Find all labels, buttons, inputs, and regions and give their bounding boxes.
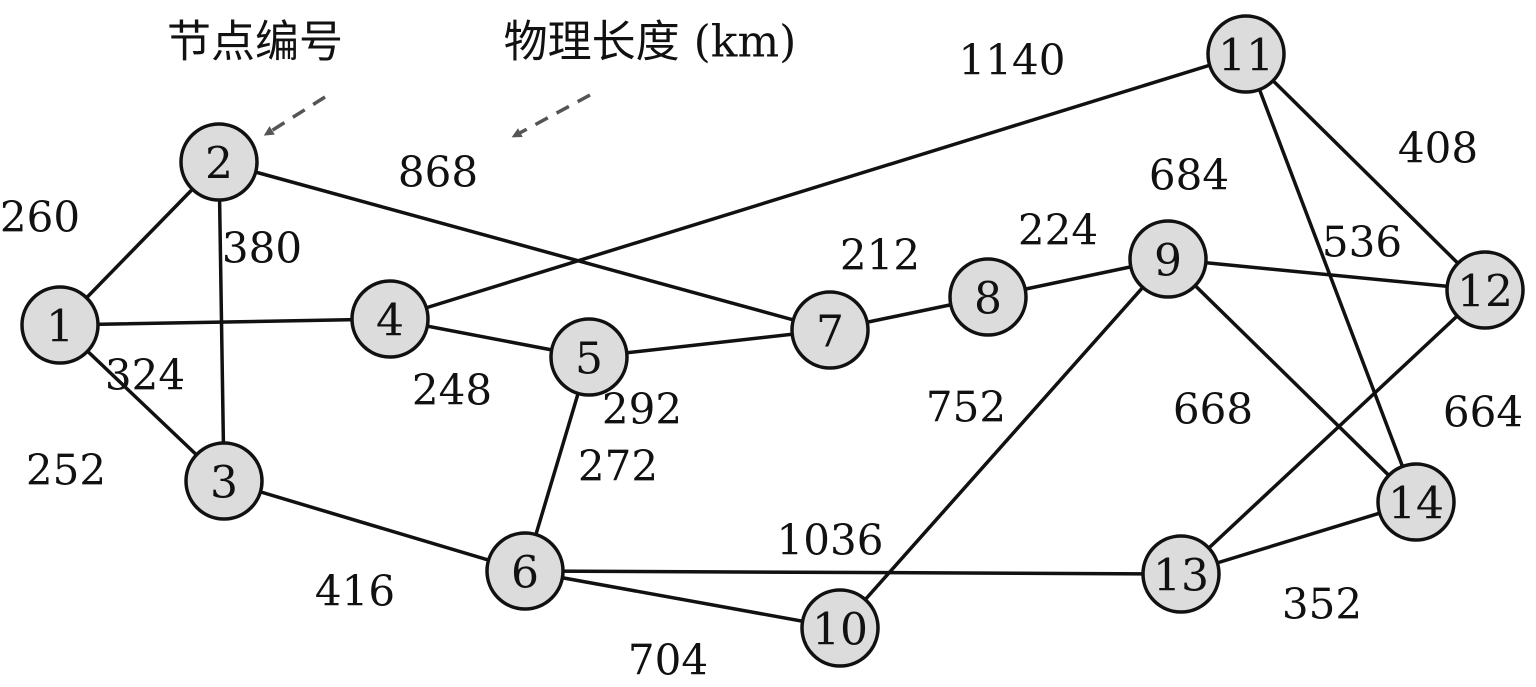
edge-length-label-11-12: 408 (1398, 124, 1478, 173)
edge-length-label-9-12: 684 (1149, 151, 1229, 200)
edge-2-3 (217, 160, 226, 483)
edge-length-label-6-10: 704 (628, 636, 708, 685)
node-circle-3 (184, 441, 264, 521)
node-10: 10 (800, 588, 880, 668)
node-label-12: 12 (1457, 267, 1513, 318)
node-5: 5 (549, 317, 629, 397)
edge-labels-layer: 2602523243808684162481140272292704103621… (0, 36, 1523, 685)
edge-length-label-2-3: 380 (222, 224, 302, 273)
node-circle-1 (20, 285, 100, 365)
node-label-2: 2 (205, 139, 233, 190)
edge-3-6 (222, 479, 527, 573)
node-circle-9 (1128, 219, 1208, 299)
node-label-7: 7 (816, 307, 844, 358)
node-6: 6 (485, 531, 565, 611)
edge-length-label-2-7: 868 (398, 148, 478, 197)
edge-length-label-5-6: 272 (578, 442, 658, 491)
node-label-1: 1 (46, 302, 74, 353)
node-label-13: 13 (1153, 551, 1209, 602)
edge-4-11 (388, 52, 1248, 321)
legend-length-arrow (511, 93, 591, 138)
edge-length-label-12-13: 664 (1443, 388, 1523, 437)
edge-9-14 (1166, 257, 1418, 504)
edge-5-7 (587, 328, 832, 359)
node-circle-8 (948, 257, 1028, 337)
edge-length-label-1-4: 324 (105, 351, 185, 400)
legend-node-arrow (263, 95, 326, 136)
edges-layer (58, 52, 1487, 630)
legend-node-label: 节点编号 (167, 17, 343, 68)
edge-length-label-4-5: 248 (412, 366, 492, 415)
edge-9-12 (1166, 257, 1487, 292)
edge-length-label-11-14: 536 (1322, 218, 1402, 267)
node-label-8: 8 (974, 274, 1002, 325)
node-circle-11 (1206, 14, 1286, 94)
node-label-3: 3 (210, 458, 238, 509)
node-label-4: 4 (376, 296, 404, 347)
node-circle-5 (549, 317, 629, 397)
node-label-9: 9 (1154, 236, 1182, 287)
edge-length-label-9-10: 752 (926, 383, 1006, 432)
node-2: 2 (179, 122, 259, 202)
edge-length-label-9-14: 668 (1173, 385, 1253, 434)
edge-1-4 (58, 317, 392, 327)
node-circle-6 (485, 531, 565, 611)
edge-13-14 (1179, 500, 1418, 576)
node-circle-13 (1141, 534, 1221, 614)
edge-6-13 (523, 569, 1183, 576)
node-label-6: 6 (511, 548, 539, 599)
edge-length-label-4-11: 1140 (959, 36, 1066, 85)
node-circle-12 (1445, 250, 1525, 330)
edge-length-label-7-8: 212 (840, 231, 920, 280)
edge-length-label-8-9: 224 (1018, 206, 1098, 255)
node-7: 7 (790, 290, 870, 370)
legend: 节点编号 物理长度 (km) (167, 17, 797, 138)
edge-2-7 (217, 160, 832, 332)
node-label-11: 11 (1218, 31, 1274, 82)
node-1: 1 (20, 285, 100, 365)
edge-length-label-3-6: 416 (315, 567, 395, 616)
node-circle-14 (1376, 462, 1456, 542)
node-label-10: 10 (812, 605, 868, 656)
node-circle-7 (790, 290, 870, 370)
edge-11-12 (1244, 52, 1487, 292)
node-4: 4 (350, 279, 430, 359)
edge-length-label-5-7: 292 (602, 385, 682, 434)
edge-11-14 (1244, 52, 1418, 504)
legend-length-label: 物理长度 (km) (504, 17, 797, 68)
edge-length-label-1-3: 252 (26, 446, 106, 495)
node-circle-4 (350, 279, 430, 359)
edge-6-10 (523, 569, 842, 630)
node-14: 14 (1376, 462, 1456, 542)
edge-12-13 (1179, 288, 1487, 576)
edge-length-label-13-14: 352 (1282, 580, 1362, 629)
node-label-14: 14 (1388, 479, 1444, 530)
node-12: 12 (1445, 250, 1525, 330)
node-8: 8 (948, 257, 1028, 337)
node-11: 11 (1206, 14, 1286, 94)
node-circle-2 (179, 122, 259, 202)
node-circle-10 (800, 588, 880, 668)
edge-9-10 (838, 257, 1170, 630)
edge-length-label-6-13: 1036 (777, 516, 884, 565)
edge-length-label-1-2: 260 (0, 193, 80, 242)
node-13: 13 (1141, 534, 1221, 614)
node-9: 9 (1128, 219, 1208, 299)
node-label-5: 5 (575, 334, 603, 385)
node-3: 3 (184, 441, 264, 521)
